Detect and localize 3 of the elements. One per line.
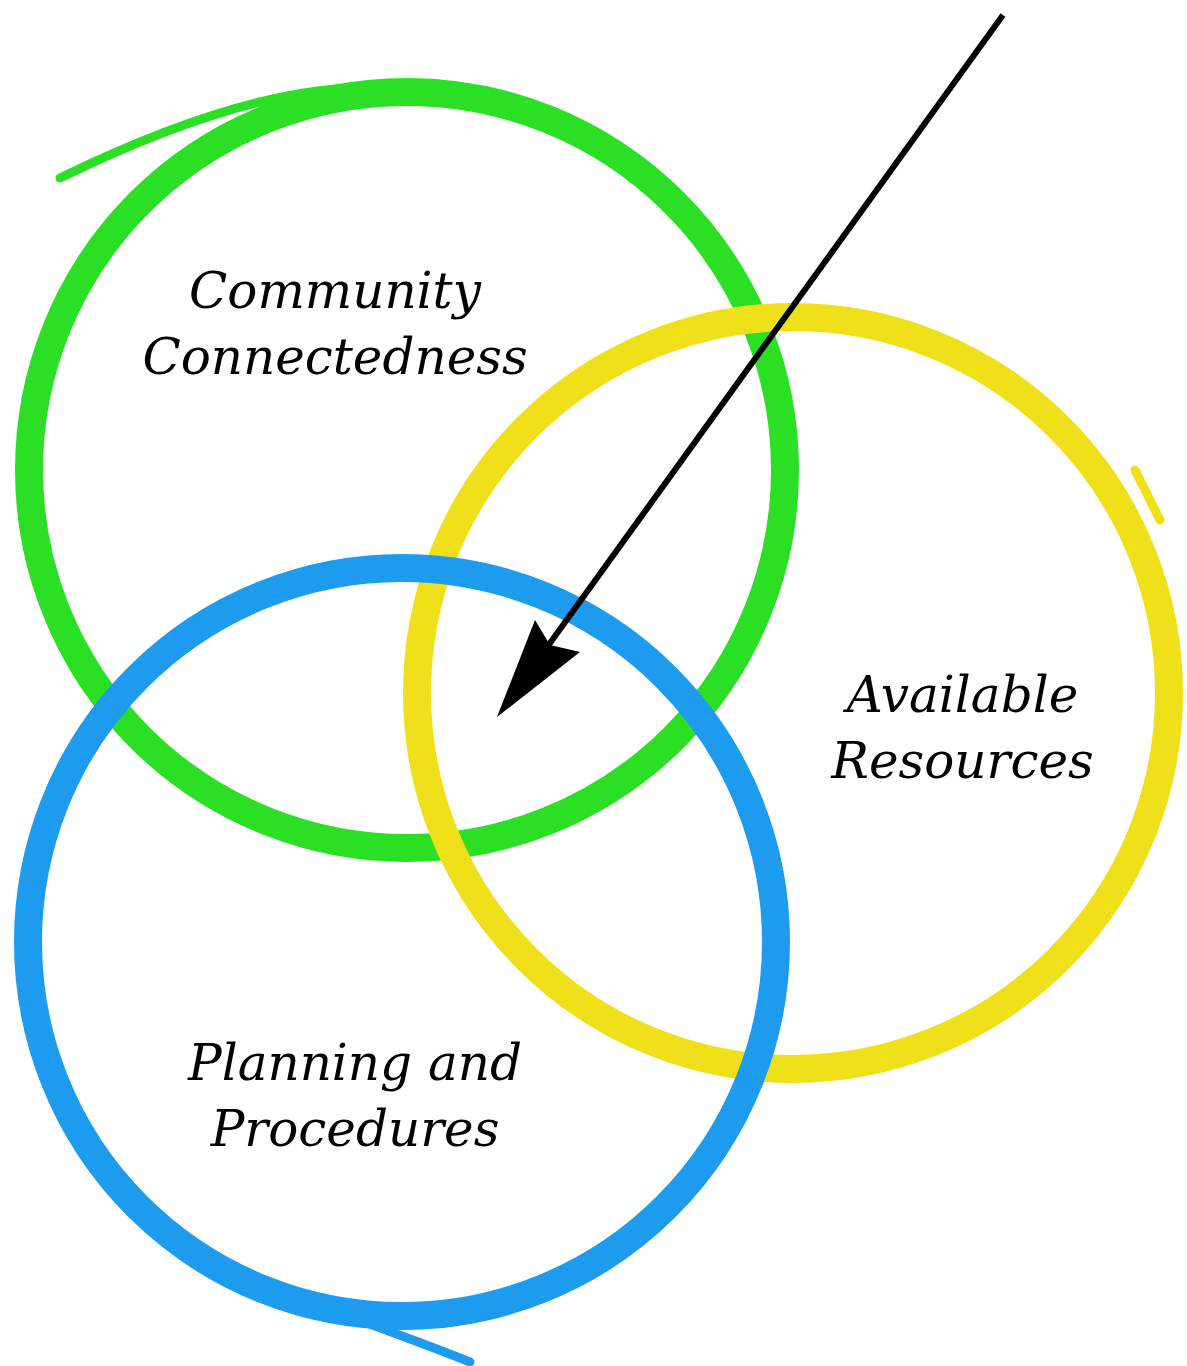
circle-label: Available Resources <box>829 665 1095 792</box>
circle-label: Planning and Procedures <box>186 1033 523 1160</box>
circle-label: Community Connectedness <box>141 261 529 388</box>
